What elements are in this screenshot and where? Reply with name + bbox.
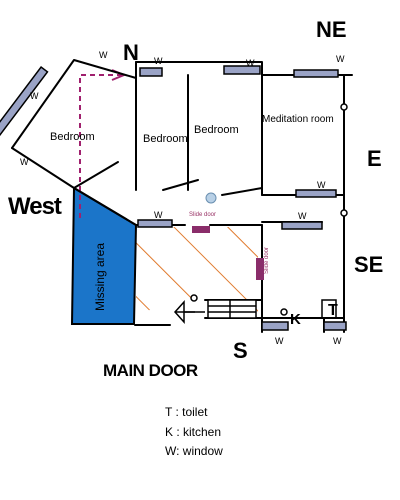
room-bedroom-1: Bedroom: [50, 131, 95, 143]
window-mark: W: [275, 336, 284, 346]
compass-ne: NE: [316, 17, 347, 42]
slide-door-2-label: Slide door: [264, 246, 270, 274]
window-mark: W: [298, 211, 307, 221]
window-mark: W: [30, 91, 39, 101]
window-mark: W: [246, 58, 255, 68]
compass-west: West: [8, 193, 62, 220]
window-mark: W: [99, 50, 108, 60]
room-bedroom-3: Bedroom: [194, 124, 239, 136]
windows: [0, 65, 347, 331]
window-mark: W: [154, 210, 163, 220]
compass-se: SE: [354, 252, 384, 277]
window-mark: W: [336, 54, 345, 64]
stairs: [207, 299, 257, 319]
window-mark: W: [317, 180, 326, 190]
room-missing-area: Missing area: [93, 242, 108, 312]
window-mark: W: [20, 157, 29, 167]
dashed-line: [79, 74, 122, 222]
legend-toilet: T : toilet: [165, 405, 208, 419]
kitchen-marker: K: [290, 311, 301, 328]
window-mark: W: [154, 56, 163, 66]
window-mark: W: [333, 336, 342, 346]
legend-window: W: window: [165, 444, 223, 458]
main-door-label: MAIN DOOR: [103, 361, 198, 380]
slide-door-1-shape: [192, 226, 210, 233]
room-meditation: Meditation room: [262, 114, 334, 125]
room-bedroom-2: Bedroom: [143, 133, 188, 145]
slide-door-1-label: Slide door: [189, 212, 217, 218]
hatched-area: [136, 227, 258, 318]
fixture-circle: [205, 192, 217, 204]
compass-n: N: [123, 40, 139, 65]
legend-kitchen: K : kitchen: [165, 425, 222, 439]
compass-e: E: [367, 146, 382, 171]
slide-door-2-shape: [256, 258, 264, 280]
compass-s: S: [233, 338, 248, 363]
toilet-marker: T: [328, 302, 338, 319]
